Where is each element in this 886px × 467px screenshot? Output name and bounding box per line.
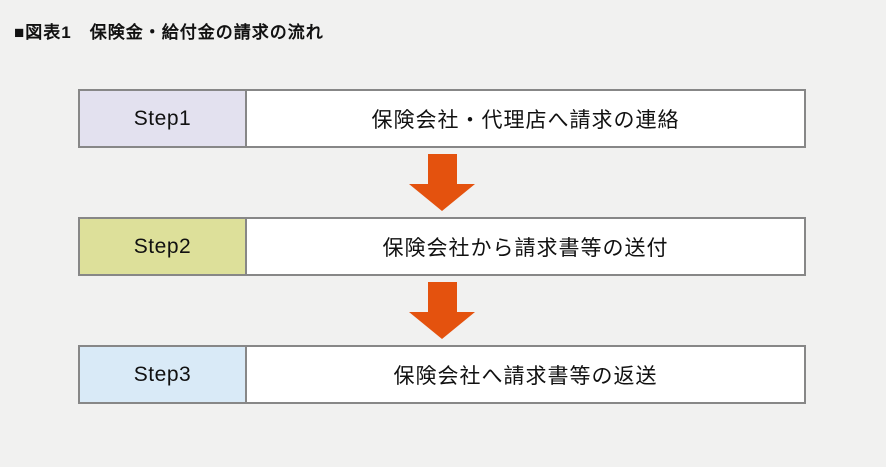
arrow-down-stem <box>427 154 457 184</box>
step-row-2: Step2 保険会社から請求書等の送付 <box>78 217 806 276</box>
arrow-gap-2 <box>78 276 806 345</box>
step2-description: 保険会社から請求書等の送付 <box>382 236 669 260</box>
step-row-3: Step3 保険会社へ請求書等の返送 <box>78 345 806 404</box>
arrow-down-stem <box>427 282 457 312</box>
step1-label: Step1 <box>80 91 247 146</box>
arrow-down-icon <box>409 184 475 211</box>
step1-description: 保険会社・代理店へ請求の連絡 <box>371 108 680 132</box>
step-row-1: Step1 保険会社・代理店へ請求の連絡 <box>78 89 806 148</box>
arrow-gap-1 <box>78 148 806 217</box>
arrow-down-icon <box>409 312 475 339</box>
claim-flow-diagram: Step1 保険会社・代理店へ請求の連絡 Step2 保険会社から請求書等の送付… <box>78 89 806 404</box>
step3-description: 保険会社へ請求書等の返送 <box>393 364 658 388</box>
step2-label: Step2 <box>80 219 247 274</box>
figure-title: ■図表1 保険金・給付金の請求の流れ <box>14 23 324 42</box>
step3-label: Step3 <box>80 347 247 402</box>
